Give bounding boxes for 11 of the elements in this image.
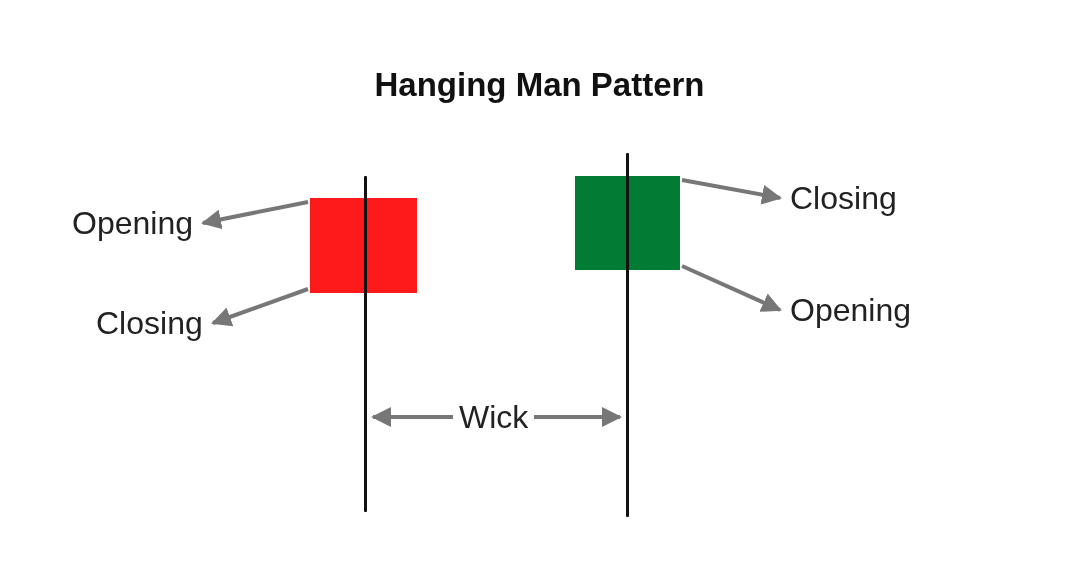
arrow — [201, 200, 309, 230]
arrow — [681, 264, 782, 312]
arrow — [681, 178, 782, 205]
wick-line — [626, 153, 629, 517]
arrow — [371, 407, 453, 427]
bearish-candle-body — [310, 198, 417, 293]
arrow — [534, 407, 622, 427]
arrow — [211, 287, 309, 327]
bullish-candle-body — [575, 176, 680, 270]
diagram-title: Hanging Man Pattern — [373, 65, 706, 105]
wick-line — [364, 176, 367, 512]
